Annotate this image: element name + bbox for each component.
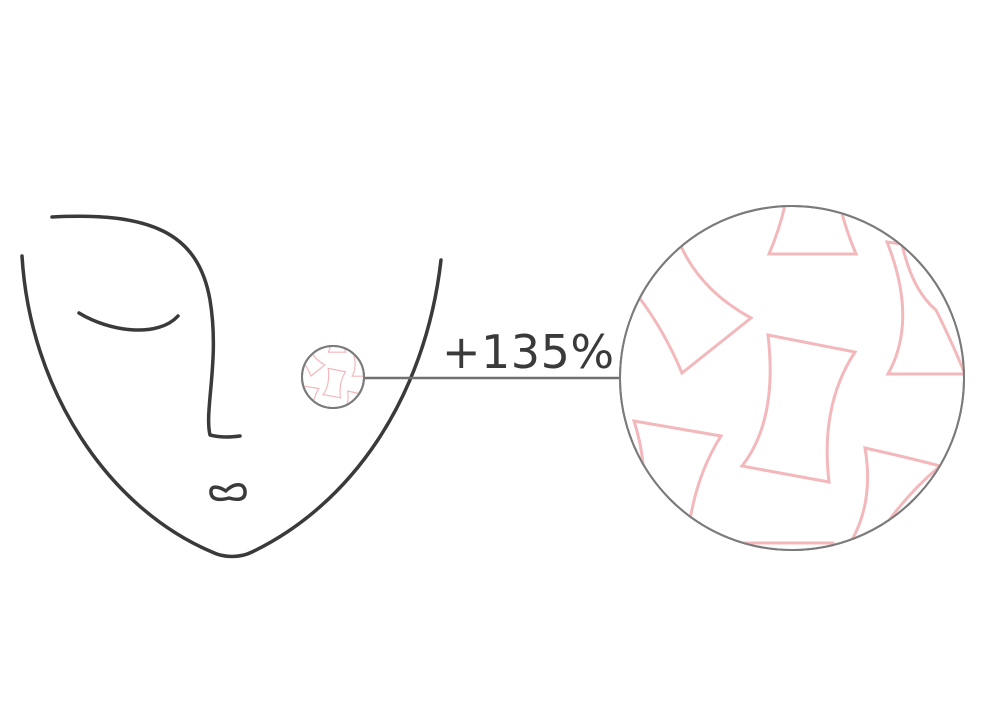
face-outline (20, 254, 443, 559)
lips (209, 483, 247, 502)
closed-eye (77, 311, 180, 332)
small-lens (301, 345, 365, 409)
percentage-label: +135% (442, 325, 615, 379)
face-outline-drawing (20, 214, 443, 559)
forehead-and-nose-line (50, 214, 242, 439)
magnified-lens-circle (619, 205, 965, 551)
magnified-lens (619, 205, 965, 551)
